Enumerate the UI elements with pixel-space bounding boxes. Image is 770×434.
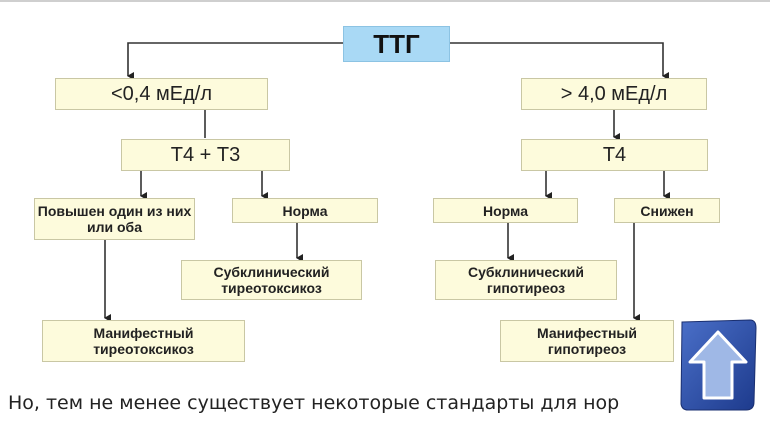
node-low-normal: Норма <box>232 198 378 223</box>
node-low: <0,4 мЕд/л <box>55 78 268 110</box>
scroll-to-top-button[interactable] <box>678 318 758 412</box>
node-manifest-thyrotoxicosis: Манифестный тиреотоксикоз <box>42 320 245 362</box>
node-high-reduced: Снижен <box>614 198 720 223</box>
node-low-test: Т4 + Т3 <box>121 139 290 171</box>
node-high-normal: Норма <box>433 198 578 223</box>
body-paragraph: Но, тем не менее существует некоторые ст… <box>8 392 620 414</box>
divider <box>0 0 770 2</box>
node-high-test: Т4 <box>521 139 708 171</box>
node-high: > 4,0 мЕд/л <box>521 78 707 110</box>
node-low-elevated: Повышен один из них или оба <box>34 198 195 240</box>
arrow-up-icon <box>680 319 757 411</box>
node-subclinical-thyrotoxicosis: Субклинический тиреотоксикоз <box>181 260 362 300</box>
root-node-ttg: ТТГ <box>343 26 450 62</box>
node-manifest-hypothyroidism: Манифестный гипотиреоз <box>500 320 674 362</box>
node-subclinical-hypothyroidism: Субклинический гипотиреоз <box>435 260 617 300</box>
